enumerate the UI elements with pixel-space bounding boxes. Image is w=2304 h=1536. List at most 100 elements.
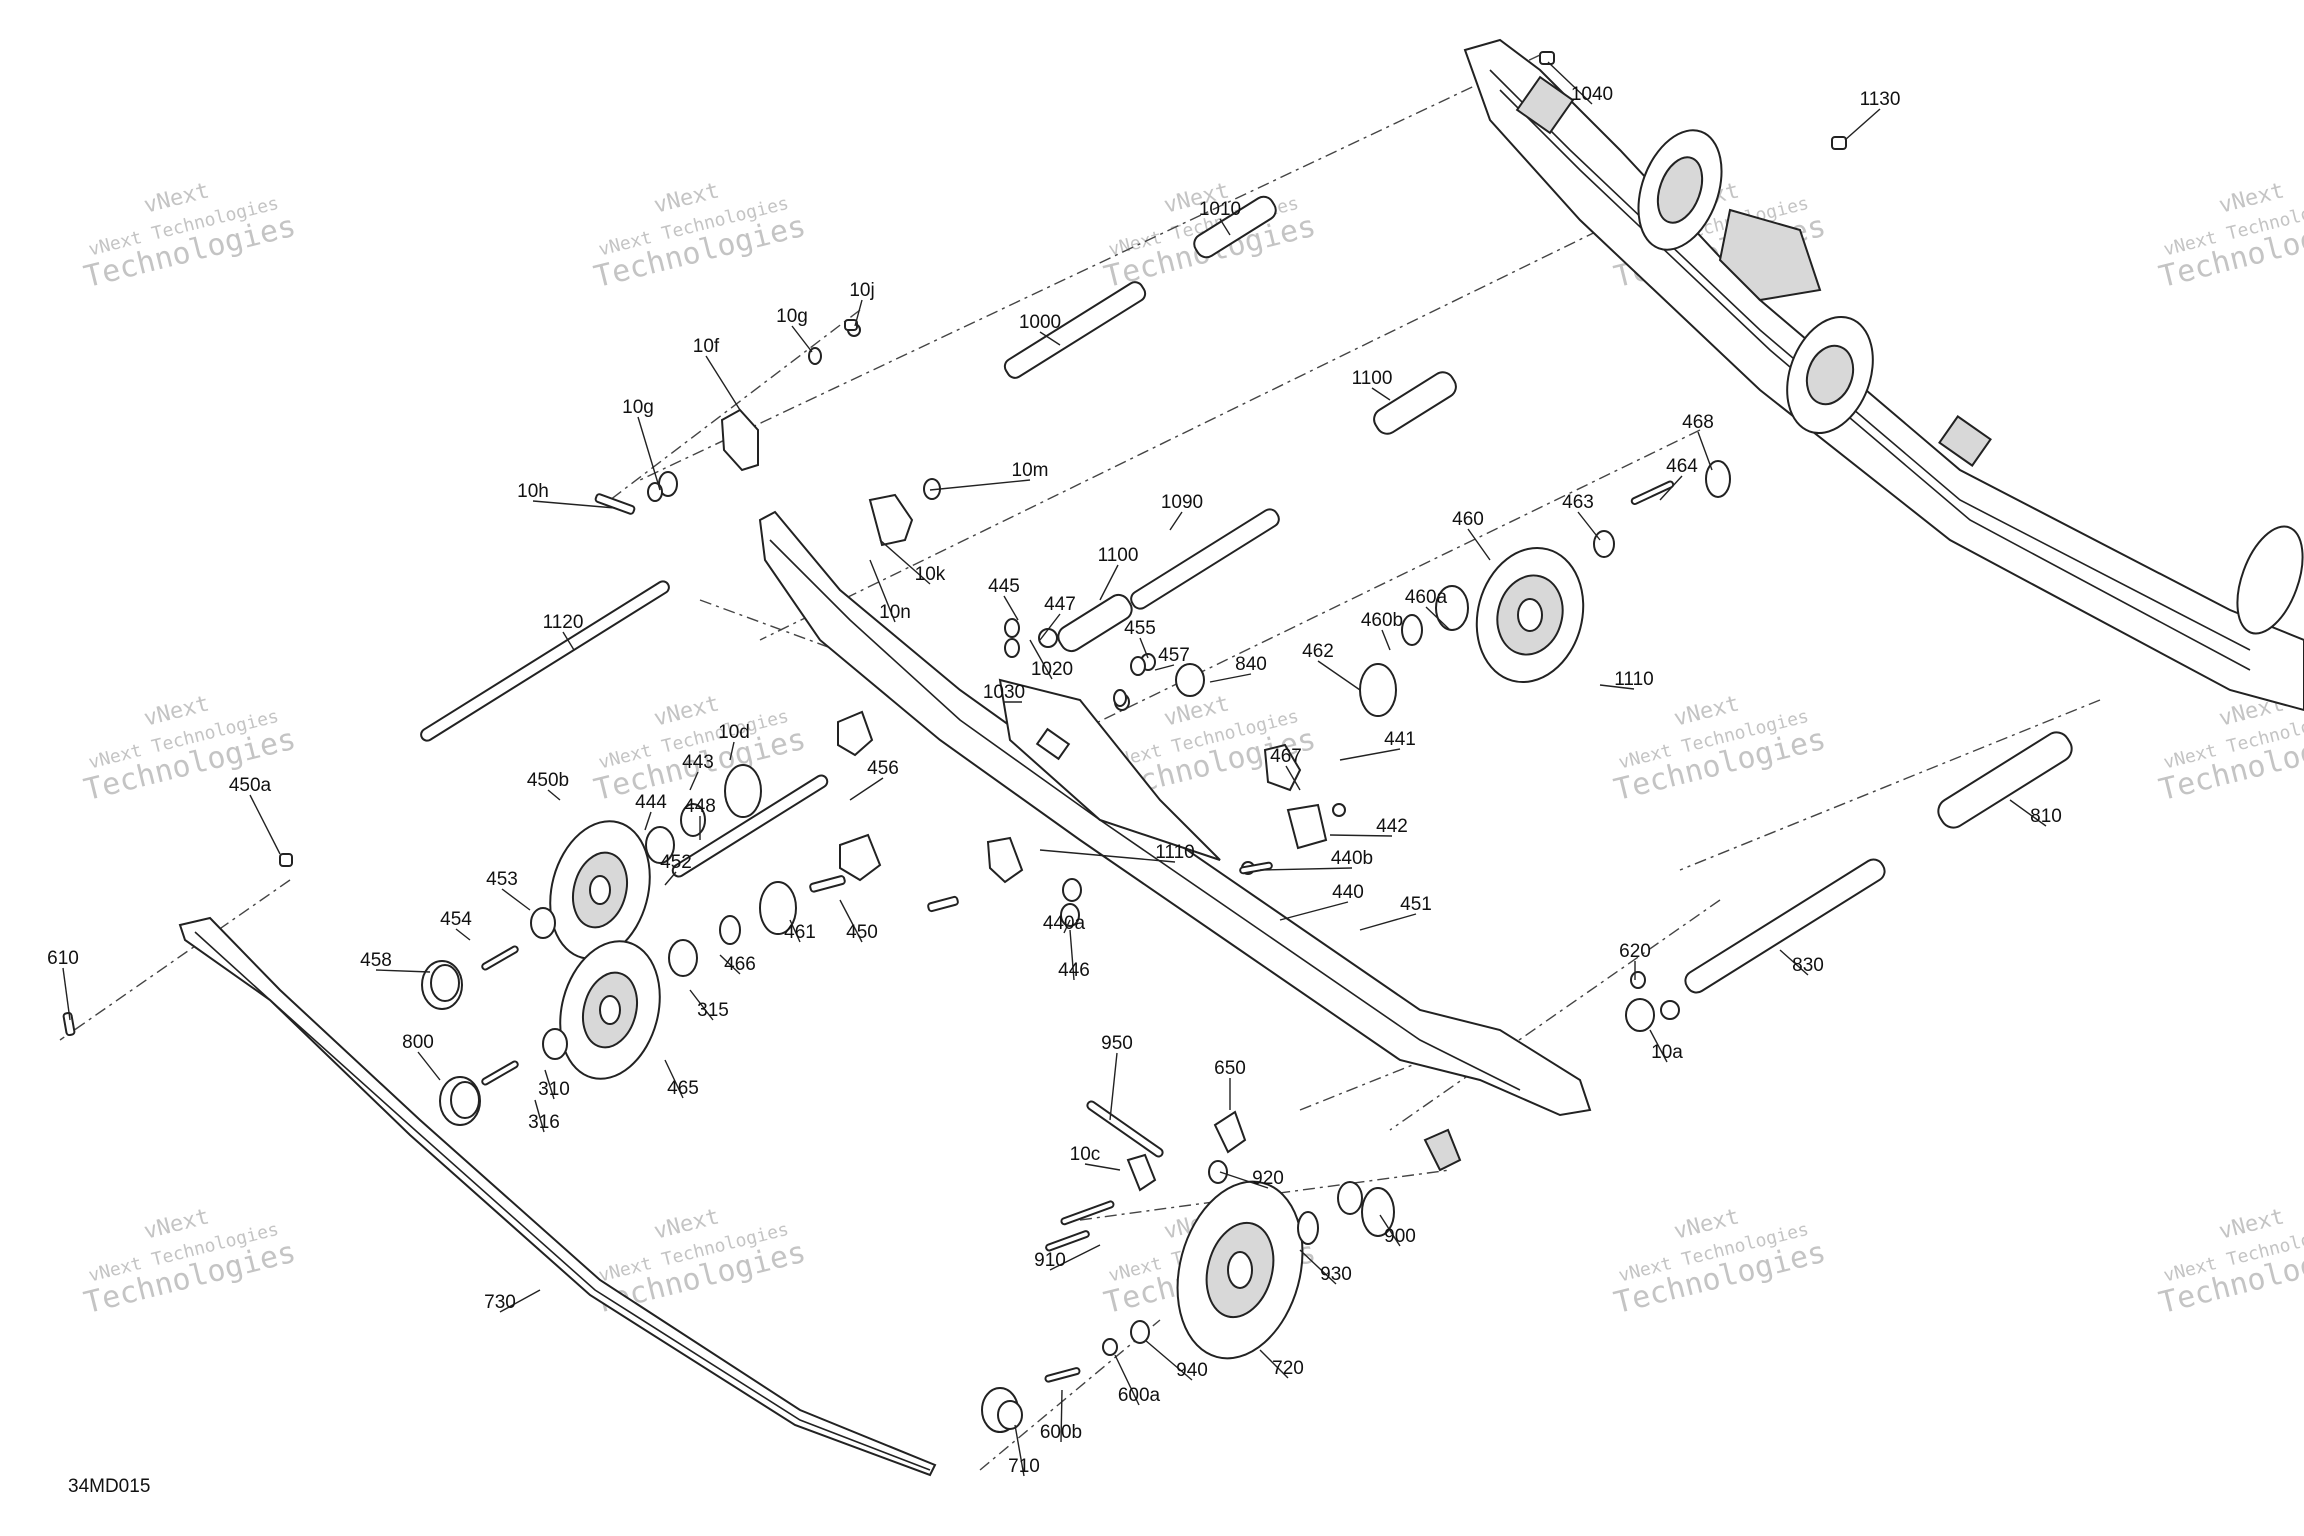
caps (430, 964, 1023, 1430)
callout-443: 443 (682, 752, 714, 773)
callout-1000: 1000 (1019, 312, 1061, 333)
leader-line-810 (2009, 799, 2047, 827)
leader-line-461 (789, 919, 801, 943)
slide-10b (178, 916, 937, 1477)
leader-line-710 (1014, 1424, 1025, 1477)
leader-line-450a (249, 794, 281, 855)
leader-line-10j (854, 299, 863, 327)
callout-10d: 10d (718, 722, 750, 743)
callout-1100: 1100 (1352, 368, 1393, 389)
callout-910: 910 (1034, 1250, 1066, 1271)
leader-line-10k (879, 539, 931, 585)
callout-453: 453 (486, 869, 518, 890)
small-parts (421, 323, 1731, 1433)
leader-line-455 (1139, 637, 1149, 659)
callout-1120: 1120 (543, 612, 584, 633)
leader-line-444 (644, 811, 652, 831)
leader-line-10f (705, 355, 741, 411)
callout-440b: 440b (1331, 848, 1373, 869)
leader-line-446 (1069, 929, 1075, 981)
callout-462: 462 (1302, 641, 1334, 662)
callout-610: 610 (47, 948, 79, 969)
leader-line-920 (1219, 1171, 1269, 1189)
callout-710: 710 (1008, 1456, 1040, 1477)
callout-450b: 450b (527, 770, 569, 791)
callout-1090: 1090 (1161, 492, 1203, 513)
leader-line-450b (547, 789, 561, 801)
callout-1040: 1040 (1571, 84, 1613, 105)
callout-10g: 10g (776, 306, 808, 327)
callout-316: 316 (528, 1112, 560, 1133)
callout-830: 830 (1792, 955, 1824, 976)
leader-line-1000 (1039, 331, 1061, 346)
leader-lines (62, 61, 2047, 1477)
leader-line-1020 (1029, 639, 1053, 680)
leader-line-453 (501, 888, 531, 911)
callout-620: 620 (1619, 941, 1651, 962)
callout-800: 800 (402, 1032, 434, 1053)
callout-940: 940 (1176, 1360, 1208, 1381)
leader-line-443 (689, 771, 699, 791)
callout-460b: 460b (1361, 610, 1403, 631)
callout-455: 455 (1124, 618, 1156, 639)
leader-line-440a (1063, 919, 1071, 934)
leader-line-950 (1109, 1052, 1118, 1121)
callout-450a: 450a (229, 775, 272, 796)
leader-line-730 (499, 1289, 541, 1313)
leader-line-316 (534, 1099, 545, 1133)
leader-line-458 (375, 969, 431, 973)
leader-line-720 (1259, 1349, 1289, 1379)
callout-10m: 10m (1012, 460, 1049, 481)
callout-1110: 1110 (1155, 842, 1194, 863)
leader-line-441 (1339, 748, 1401, 761)
callout-454: 454 (440, 909, 472, 930)
leader-line-10a (1649, 1029, 1668, 1063)
shafts (420, 195, 2073, 1158)
brackets (720, 408, 1462, 1192)
callout-1100: 1100 (1098, 545, 1139, 566)
callout-10g: 10g (622, 397, 654, 418)
callout-10n: 10n (879, 602, 911, 623)
callout-720: 720 (1272, 1358, 1304, 1379)
leader-line-440 (1279, 901, 1349, 921)
upper-rail-assembly (1463, 38, 2304, 712)
leader-line-910 (1049, 1244, 1101, 1271)
callout-650: 650 (1214, 1058, 1246, 1079)
callout-460a: 460a (1405, 587, 1448, 608)
drawing-code: 34MD015 (68, 1476, 150, 1497)
leader-line-442 (1329, 834, 1393, 837)
leader-line-10d (729, 741, 735, 761)
callout-950: 950 (1101, 1033, 1133, 1054)
leader-line-940 (1144, 1339, 1193, 1381)
callout-1020: 1020 (1031, 659, 1073, 680)
leader-line-1110 (1599, 684, 1635, 690)
callout-600b: 600b (1040, 1422, 1082, 1443)
leader-line-1100 (1099, 564, 1119, 601)
bolts (62, 51, 1847, 1383)
callout-450: 450 (846, 922, 878, 943)
callout-458: 458 (360, 950, 392, 971)
callout-460: 460 (1452, 509, 1484, 530)
leader-line-463 (1577, 511, 1601, 541)
callout-730: 730 (484, 1292, 516, 1313)
leader-line-1090 (1169, 511, 1183, 531)
leader-line-10c (1084, 1163, 1121, 1171)
leader-line-830 (1779, 949, 1809, 976)
leader-line-467 (1285, 765, 1301, 791)
leader-line-1110 (1039, 849, 1176, 863)
leader-line-315 (689, 989, 714, 1021)
callout-930: 930 (1320, 1264, 1352, 1285)
leader-line-10g (791, 325, 813, 353)
callout-315: 315 (697, 1000, 729, 1021)
leader-line-1130 (1844, 108, 1881, 141)
